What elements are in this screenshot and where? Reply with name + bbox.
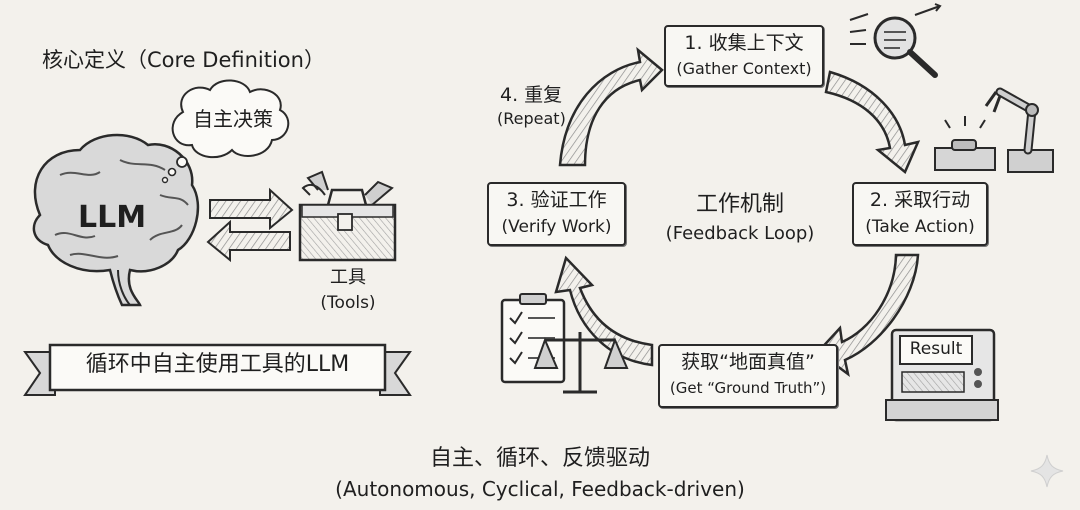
loop-center-en: (Feedback Loop) <box>665 223 815 244</box>
step2-label-cn: 2. 采取行动 <box>869 189 971 211</box>
tools-label-cn: 工具 <box>330 267 366 288</box>
banner-ribbon <box>23 343 412 396</box>
step2-label-en: (Take Action) <box>865 217 975 237</box>
step-take-action: 2. 采取行动 (Take Action) <box>852 182 988 246</box>
robot-arm-icon <box>934 87 1054 173</box>
step1-label-en: (Gather Context) <box>676 59 812 78</box>
step-gather-context: 1. 收集上下文 (Gather Context) <box>664 25 824 87</box>
step-ground-truth: 获取“地面真值” (Get “Ground Truth”) <box>658 344 838 408</box>
computer-terminal-icon <box>885 328 999 422</box>
step1-label-cn: 1. 收集上下文 <box>684 32 804 54</box>
footer-cn: 自主、循环、反馈驱动 <box>429 446 650 471</box>
core-title: 核心定义（Core Definition） <box>42 48 325 72</box>
footer-en: (Autonomous, Cyclical, Feedback-driven) <box>335 477 745 501</box>
magnifier-data-icon <box>849 3 942 78</box>
thought-bubble-label: 自主决策 <box>193 107 273 131</box>
banner-text: 循环中自主使用工具的LLM <box>85 352 350 377</box>
truth-label-cn: 获取“地面真值” <box>681 351 815 373</box>
loop-center-cn: 工作机制 <box>695 192 784 217</box>
step4-label-cn: 4. 重复 <box>500 84 563 106</box>
thought-bubble <box>161 79 290 184</box>
step-verify-work: 3. 验证工作 (Verify Work) <box>487 182 626 246</box>
loop-arrows <box>554 46 921 377</box>
brain-icon <box>32 133 200 307</box>
step3-label-en: (Verify Work) <box>501 217 612 237</box>
llm-label: LLM <box>78 200 147 235</box>
toolbox-icon <box>298 170 397 262</box>
exchange-arrows-icon <box>206 187 294 263</box>
sparkle-logo <box>1030 454 1064 488</box>
result-screen-label: Result <box>909 339 963 359</box>
tools-label-en: (Tools) <box>320 293 376 313</box>
truth-label-en: (Get “Ground Truth”) <box>669 379 827 397</box>
balance-scale-icon <box>533 332 629 394</box>
step3-label-cn: 3. 验证工作 <box>506 189 607 211</box>
step4-label-en: (Repeat) <box>497 109 566 128</box>
